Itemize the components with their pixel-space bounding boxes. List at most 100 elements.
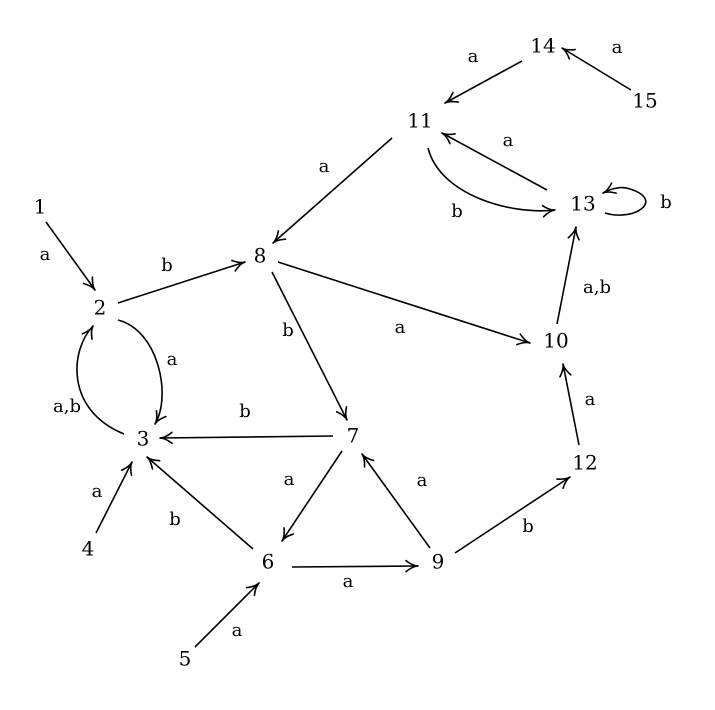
arrowhead-icon bbox=[444, 91, 459, 104]
edge-line bbox=[556, 226, 577, 325]
edge-line bbox=[117, 261, 246, 304]
edge-10-to-13 bbox=[556, 226, 580, 325]
edge-line bbox=[45, 221, 96, 291]
arrowhead-icon bbox=[602, 182, 617, 194]
edge-label: a bbox=[232, 620, 243, 641]
edge-2-to-3 bbox=[117, 319, 167, 425]
edge-label: b bbox=[660, 192, 672, 213]
edge-label: a bbox=[503, 130, 514, 151]
edge-9-to-7 bbox=[361, 453, 431, 549]
state-node-4: 4 bbox=[82, 537, 95, 561]
state-node-2: 2 bbox=[94, 296, 107, 320]
edge-line bbox=[427, 147, 556, 212]
edge-label: a bbox=[468, 46, 479, 67]
edge-line bbox=[271, 271, 348, 421]
state-node-7: 7 bbox=[347, 424, 360, 448]
edge-line bbox=[272, 137, 393, 244]
edge-line bbox=[194, 582, 260, 648]
edge-label: b bbox=[239, 401, 251, 422]
edge-6-to-9 bbox=[291, 559, 419, 573]
state-node-14: 14 bbox=[530, 34, 555, 58]
state-node-8: 8 bbox=[254, 244, 267, 268]
arrowhead-icon bbox=[567, 226, 580, 241]
arrowhead-icon bbox=[81, 325, 94, 340]
edge-7-to-6 bbox=[281, 450, 343, 542]
edge-11-to-8 bbox=[272, 137, 393, 244]
edge-13-to-13 bbox=[602, 182, 647, 216]
edge-line bbox=[441, 132, 548, 191]
edge-line bbox=[146, 456, 254, 550]
state-node-10: 10 bbox=[543, 329, 568, 353]
arrowhead-icon bbox=[82, 276, 96, 291]
edge-line bbox=[76, 325, 125, 435]
arrowhead-icon bbox=[120, 461, 133, 476]
edge-label: a bbox=[40, 244, 51, 265]
edge-line bbox=[277, 261, 531, 344]
state-node-1: 1 bbox=[34, 195, 47, 219]
state-node-5: 5 bbox=[179, 647, 192, 671]
edge-8-to-10 bbox=[277, 261, 531, 346]
edge-line bbox=[454, 476, 571, 554]
arrowhead-icon bbox=[405, 559, 419, 573]
edge-label: a bbox=[395, 317, 406, 338]
state-node-13: 13 bbox=[570, 192, 595, 216]
arrowhead-icon bbox=[559, 363, 572, 378]
arrowhead-icon bbox=[281, 527, 295, 542]
edge-label: a bbox=[92, 481, 103, 502]
edge-label: b bbox=[282, 320, 294, 341]
edge-line bbox=[291, 565, 419, 568]
edge-6-to-3 bbox=[146, 456, 254, 550]
edge-label: a bbox=[612, 37, 623, 58]
edge-2-to-8 bbox=[117, 259, 246, 304]
edge-7-to-3 bbox=[159, 431, 334, 445]
state-node-6: 6 bbox=[262, 550, 275, 574]
arrowhead-icon bbox=[335, 406, 348, 421]
edge-label: a bbox=[319, 156, 330, 177]
state-node-12: 12 bbox=[572, 451, 597, 475]
edge-line bbox=[562, 363, 580, 446]
state-node-9: 9 bbox=[432, 550, 445, 574]
arrowhead-icon bbox=[516, 333, 531, 346]
edge-line bbox=[444, 60, 523, 104]
edge-line bbox=[159, 435, 334, 439]
arrowhead-icon bbox=[361, 453, 375, 468]
edge-line bbox=[602, 186, 647, 216]
arrowhead-icon bbox=[272, 230, 287, 244]
edge-label: a bbox=[417, 470, 428, 491]
edge-line bbox=[561, 47, 632, 91]
edge-label: b bbox=[522, 516, 534, 537]
edges-layer bbox=[45, 47, 647, 648]
edge-5-to-6 bbox=[194, 582, 260, 648]
edge-3-to-2 bbox=[76, 325, 125, 435]
edge-9-to-12 bbox=[454, 476, 571, 554]
arrowhead-icon bbox=[154, 410, 167, 425]
state-node-11: 11 bbox=[407, 109, 432, 133]
edge-label: a bbox=[284, 469, 295, 490]
edge-15-to-14 bbox=[561, 47, 632, 91]
edge-line bbox=[95, 461, 133, 534]
edge-4-to-3 bbox=[95, 461, 133, 534]
arrowhead-icon bbox=[561, 47, 576, 60]
edge-label: b bbox=[451, 201, 463, 222]
edge-label: a bbox=[167, 349, 178, 370]
state-node-15: 15 bbox=[632, 89, 657, 113]
edge-line bbox=[281, 450, 343, 542]
edge-13-to-11 bbox=[441, 132, 548, 191]
edge-line bbox=[361, 453, 431, 549]
edge-label: a bbox=[343, 571, 354, 592]
arrowhead-icon bbox=[245, 582, 260, 597]
arrowhead-icon bbox=[441, 132, 456, 145]
arrowhead-icon bbox=[541, 204, 556, 218]
arrowhead-icon bbox=[146, 456, 161, 470]
edge-label: a,b bbox=[53, 396, 81, 417]
edge-label: a bbox=[585, 389, 596, 410]
edge-label: b bbox=[161, 255, 173, 276]
state-node-3: 3 bbox=[137, 427, 150, 451]
edge-8-to-7 bbox=[271, 271, 348, 421]
edge-14-to-11 bbox=[444, 60, 523, 104]
edge-line bbox=[117, 319, 163, 425]
arrowhead-icon bbox=[231, 259, 246, 272]
